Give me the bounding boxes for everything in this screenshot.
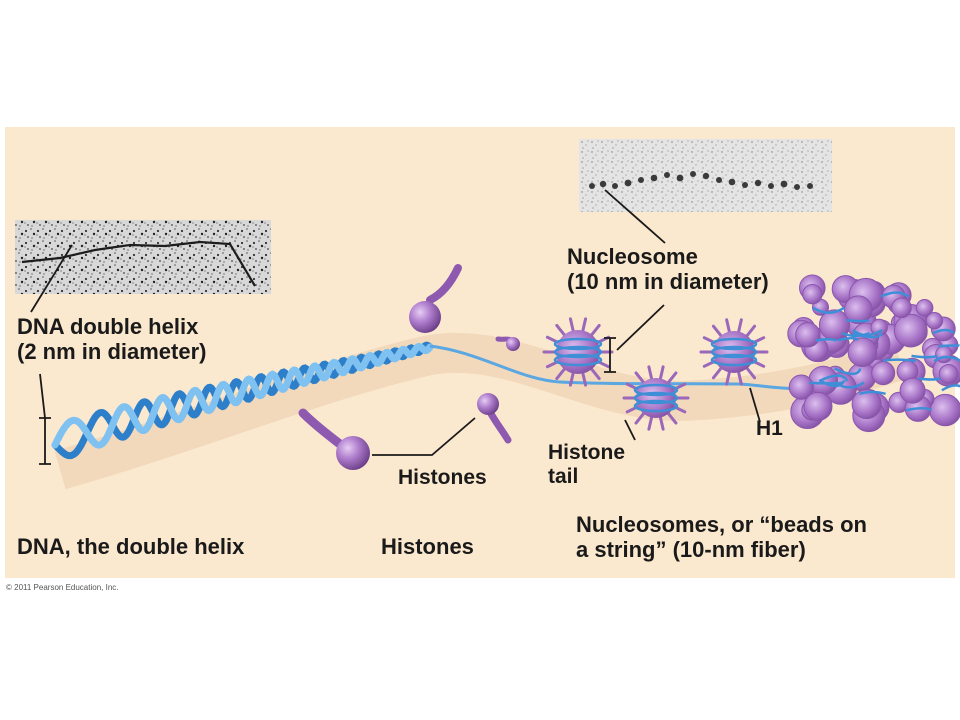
nucleosome-diameter-pointer xyxy=(616,304,665,351)
chromatin-bead xyxy=(893,313,928,348)
chromatin-dna-loop xyxy=(880,291,910,298)
dna-helix-label: DNA double helix (2 nm in diameter) xyxy=(17,314,206,365)
histones-callout-label: Histones xyxy=(398,466,487,489)
nucleosome-micrograph-pointer xyxy=(604,189,666,244)
micrograph-beads xyxy=(589,171,813,190)
nucleosome-label-line2: (10 nm in diameter) xyxy=(567,269,769,295)
dna-micrograph xyxy=(15,220,271,294)
histone-tail-label-line1: Histone xyxy=(548,441,626,464)
chromatin-bead xyxy=(899,377,926,404)
chromatin-dna-loop xyxy=(858,390,886,396)
chromatin-bead xyxy=(843,295,873,325)
chromatin-dna-loop xyxy=(833,367,862,376)
chromatin-dna-loop xyxy=(932,328,955,335)
nucleosome-label: Nucleosome (10 nm in diameter) xyxy=(567,244,769,295)
chromatin-bead xyxy=(788,374,814,400)
chromatin-dna-loop xyxy=(941,384,960,392)
histone-2 xyxy=(495,336,520,351)
chromatin-dna-loop xyxy=(812,306,846,314)
dna-diameter-pointer xyxy=(39,373,46,419)
chromatin-bead xyxy=(795,322,821,348)
dna-diameter-bracket xyxy=(39,417,51,465)
nucleosome-bead-1 xyxy=(542,317,614,387)
dna-double-helix xyxy=(51,341,831,460)
chromatin-bead xyxy=(847,337,878,368)
chromatin-dna-loop xyxy=(852,332,884,339)
chromatin-dna-loop xyxy=(846,319,870,323)
chromatin-dna-loop xyxy=(911,354,938,359)
nucleosome-diameter-bracket xyxy=(604,337,616,373)
chromatin-bead xyxy=(938,364,959,384)
nucleosome-bead-3 xyxy=(699,318,769,386)
chromatin-bead xyxy=(925,312,944,330)
histone-tail-label-line2: tail xyxy=(548,465,579,489)
caption-nucleosomes-line1: Nucleosomes, or “beads on xyxy=(576,512,867,537)
chromatin-bead xyxy=(802,284,823,305)
chromatin-dna-loop xyxy=(819,379,846,388)
histone-tail-label: Histone tail xyxy=(548,441,625,489)
histone-4 xyxy=(477,393,512,444)
dna-helix-label-line2: (2 nm in diameter) xyxy=(17,339,207,365)
nucleosome-beads xyxy=(542,317,769,431)
chromatin-dna-loop xyxy=(938,344,960,348)
chromatin-dna-loop xyxy=(918,377,941,381)
condensed-chromatin xyxy=(787,274,960,433)
dna-micrograph-pointer xyxy=(30,244,73,313)
dna-helix-label-line1: DNA double helix xyxy=(17,314,199,339)
h1-label: H1 xyxy=(756,417,783,440)
chromatin-dna-loop xyxy=(883,358,917,363)
histones-pointer xyxy=(372,417,476,456)
caption-nucleosomes-line2: a string” (10-nm fiber) xyxy=(576,537,806,563)
chromatin-dna-loop xyxy=(933,355,960,363)
chromatin-bead xyxy=(803,391,833,421)
chromatin-bead xyxy=(891,297,912,319)
histone-1 xyxy=(409,264,462,333)
caption-nucleosomes: Nucleosomes, or “beads on a string” (10-… xyxy=(576,512,867,563)
nucleosome-bead-2 xyxy=(622,365,690,431)
h1-pointer xyxy=(749,387,761,423)
linker-dna xyxy=(429,344,831,391)
chromatin-bead xyxy=(935,345,953,364)
chromatin-dna-loop xyxy=(815,338,837,342)
chromatin-bead xyxy=(851,389,882,420)
chromatin-dna-loop xyxy=(852,329,883,337)
histone-tail-pointer xyxy=(624,419,636,441)
chromatin-dna-loop xyxy=(906,406,933,412)
chromatin-dna-loop xyxy=(818,374,849,383)
chromatin-dna-loop xyxy=(837,337,860,342)
chromatin-bead xyxy=(915,299,934,317)
nucleosome-micrograph xyxy=(579,139,832,212)
caption-dna: DNA, the double helix xyxy=(17,534,245,559)
histone-3 xyxy=(298,408,370,470)
callout-lines xyxy=(30,189,761,465)
caption-histones: Histones xyxy=(381,534,474,559)
copyright-notice: © 2011 Pearson Education, Inc. xyxy=(6,583,119,592)
nucleosome-label-line1: Nucleosome xyxy=(567,244,698,269)
chromatin-bead xyxy=(871,361,896,386)
free-histones xyxy=(298,264,520,470)
